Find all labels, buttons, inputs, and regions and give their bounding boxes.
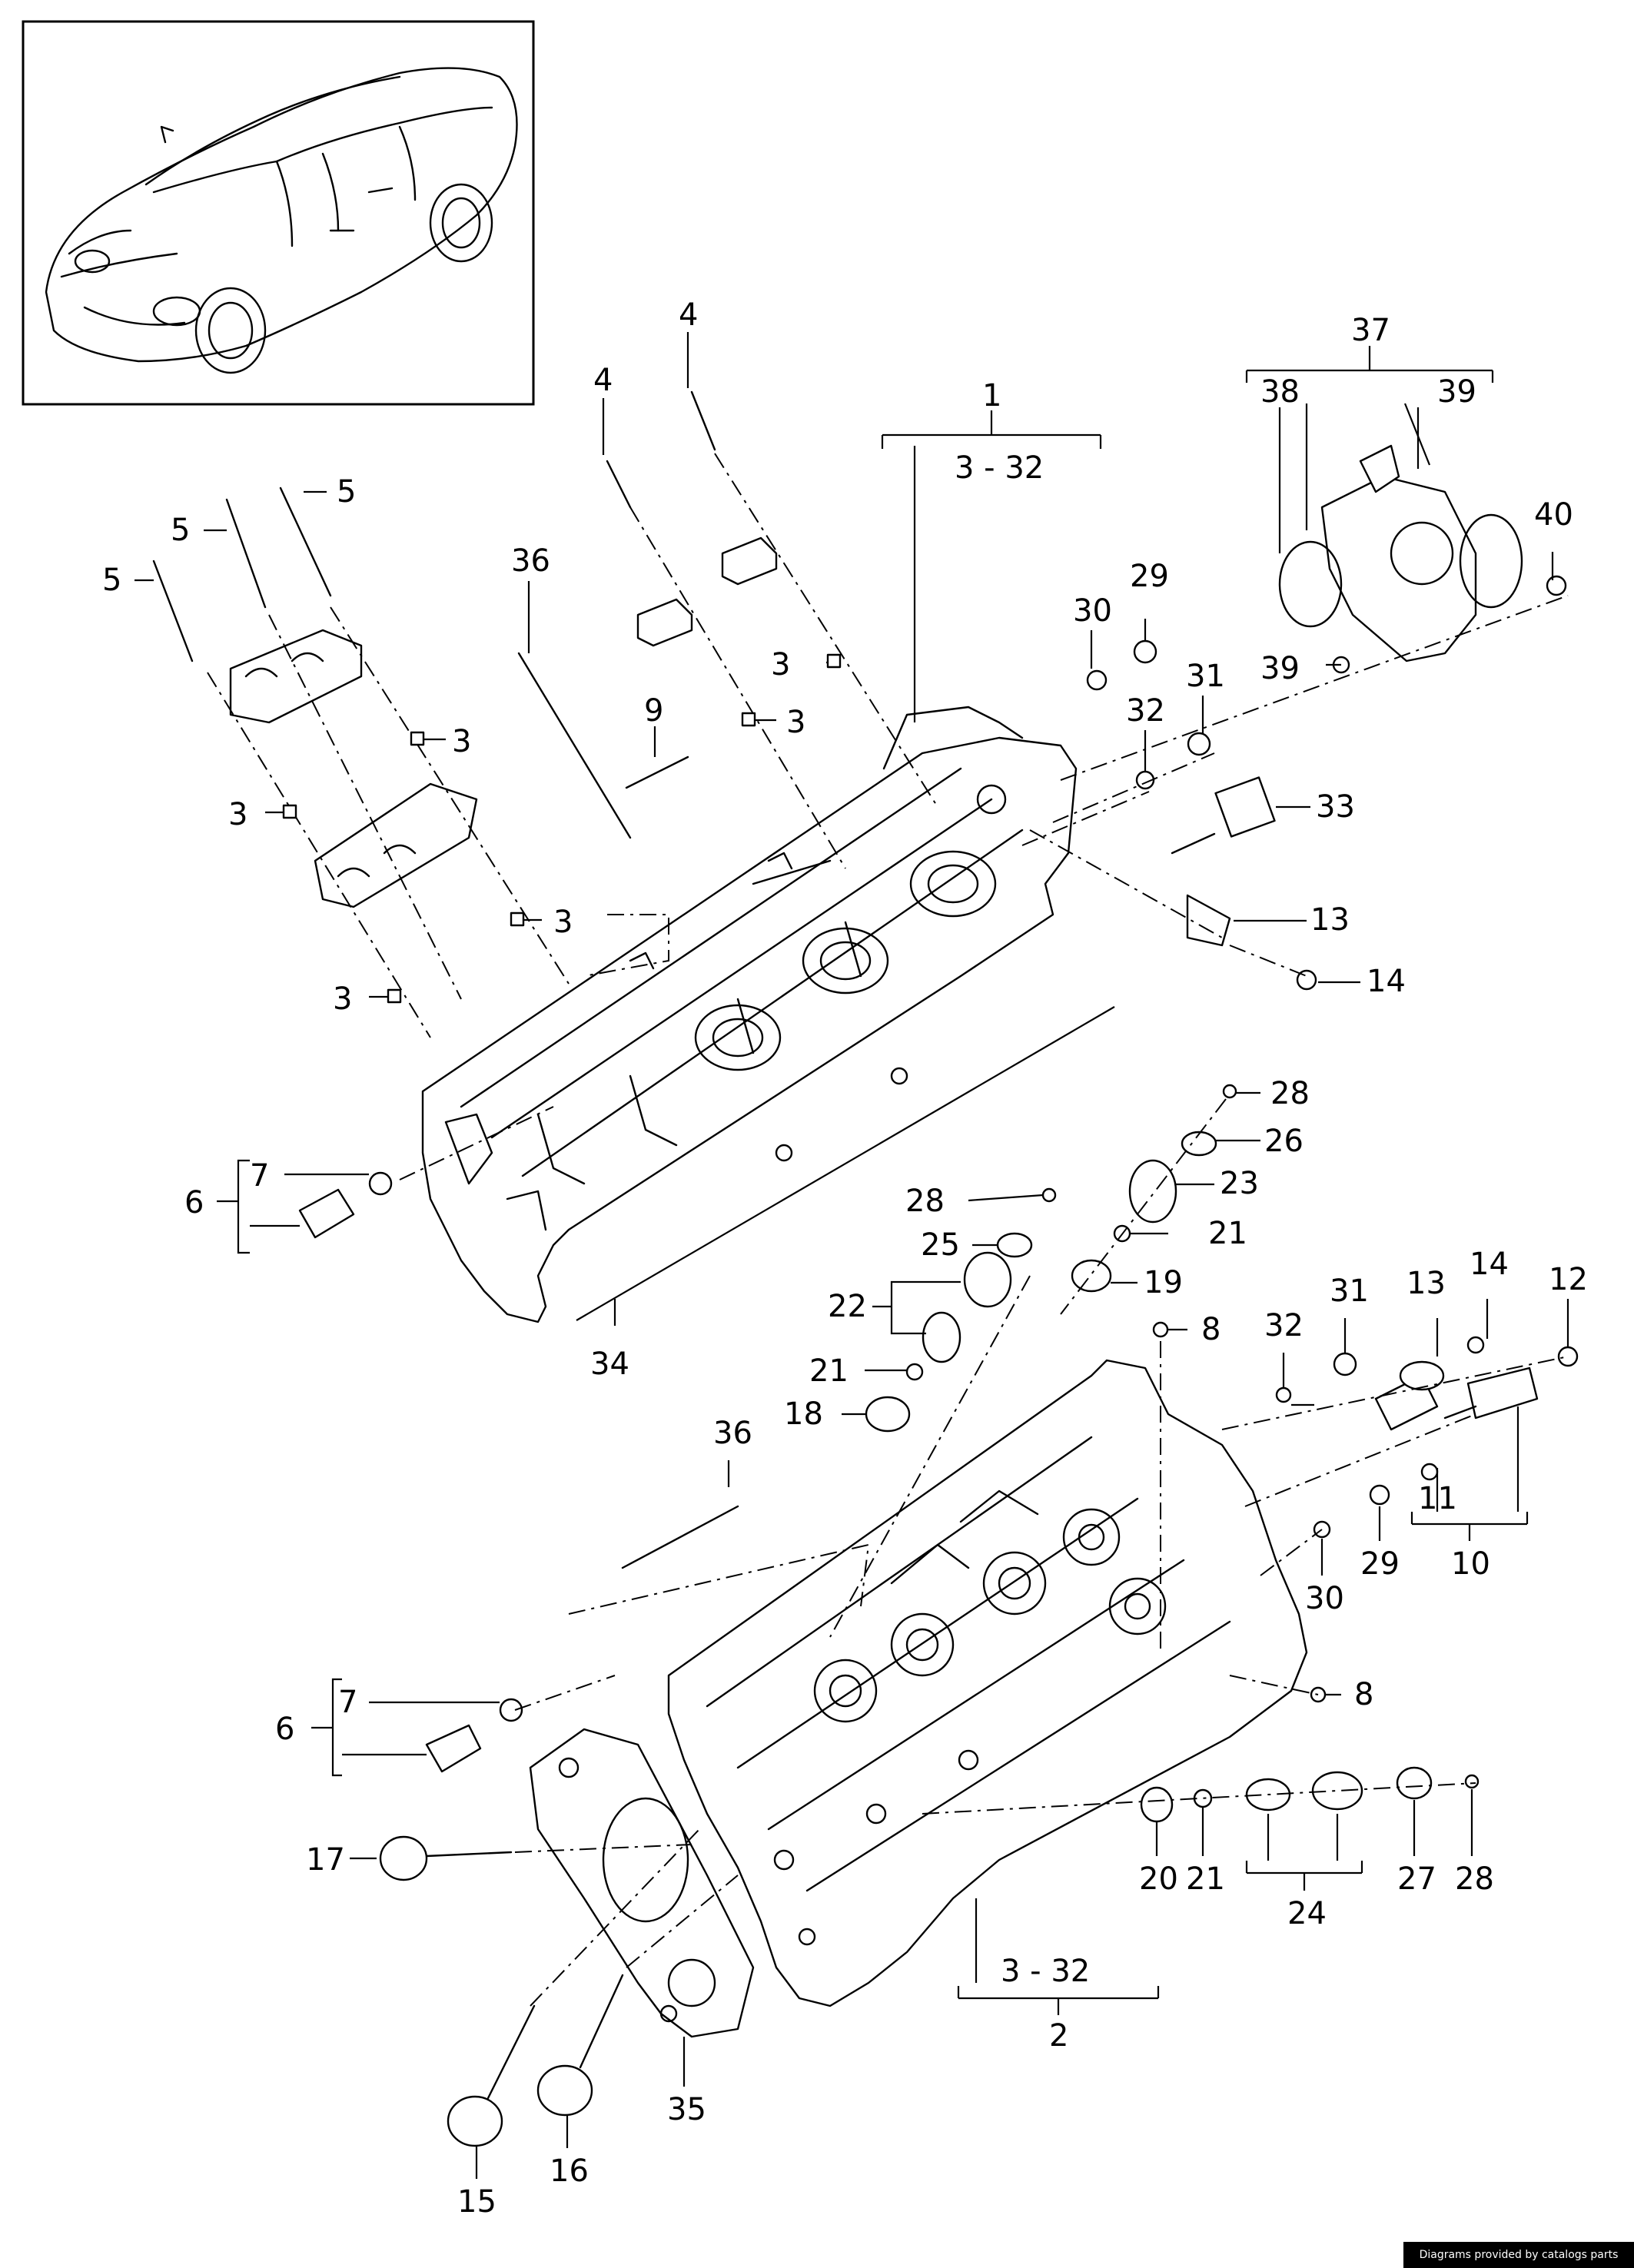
callout-16: 16 [550,2153,589,2189]
callout-19: 19 [1144,1265,1183,1300]
callout-25: 25 [921,1227,960,1263]
callout-5: 5 [102,563,121,598]
callout-32: 32 [1126,693,1165,729]
callout-4: 4 [593,363,613,398]
callout-17: 17 [306,1842,345,1878]
callout-5: 5 [171,513,190,548]
callout-39: 39 [1437,374,1476,410]
callout-40: 40 [1534,497,1573,533]
callout-34: 34 [590,1347,629,1382]
callout-3: 3 [333,981,352,1017]
callout-13: 13 [1407,1266,1446,1301]
callout-23: 23 [1220,1166,1259,1201]
callout-14: 14 [1470,1247,1509,1282]
callout-32: 32 [1264,1308,1304,1343]
callout-6: 6 [184,1185,204,1220]
callout-12: 12 [1549,1262,1588,1297]
callout-2: 2 [1049,2018,1068,2054]
callout-29: 29 [1360,1546,1400,1582]
callout-1: 1 [982,378,1001,413]
callout-22: 22 [828,1289,867,1324]
callout-39: 39 [1260,651,1300,686]
cam-bridge-parts [229,536,778,908]
assembly-lines [207,453,1569,2007]
callout-3: 3 [771,647,790,682]
callout-2-range: 3 - 32 [1001,1954,1090,1989]
callout-6: 6 [275,1712,294,1747]
callout-21: 21 [809,1353,849,1389]
diagram-credit: Diagrams provided by catalogs parts [1403,2242,1634,2268]
upper-cylinder-head-illustration [421,706,1078,1323]
callout-28: 28 [1455,1861,1494,1897]
callout-28: 28 [1270,1076,1310,1111]
callout-3: 3 [228,797,247,832]
callout-3: 3 [452,724,471,759]
callout-8: 8 [1354,1677,1373,1712]
callout-33: 33 [1316,789,1355,825]
callout-7: 7 [338,1685,357,1720]
callout-7: 7 [250,1158,269,1194]
callout-labels: 1 3 - 32 2 3 - 32 3 3 3 3 3 3 4 4 5 5 5 … [102,297,1588,2220]
callout-9: 9 [644,693,663,729]
callout-24: 24 [1287,1896,1327,1931]
callout-8: 8 [1201,1312,1221,1347]
callout-13: 13 [1310,902,1350,938]
callout-20: 20 [1139,1861,1178,1897]
callout-21: 21 [1186,1861,1225,1897]
callout-4: 4 [679,297,698,333]
lower-cylinder-head-illustration [667,1359,1308,2007]
vacuum-pump-illustration [1278,444,1523,662]
callout-26: 26 [1264,1124,1304,1159]
callout-10: 10 [1451,1546,1490,1582]
callout-31: 31 [1186,659,1225,694]
small-parts [152,390,1579,2147]
callout-35: 35 [667,2092,706,2127]
callout-37: 37 [1351,313,1390,348]
callout-1-range: 3 - 32 [955,450,1044,486]
callout-14: 14 [1367,964,1406,999]
callout-36: 36 [511,543,550,579]
vehicle-thumbnail [22,20,535,406]
callout-28: 28 [905,1184,945,1219]
callout-5: 5 [337,474,356,510]
callout-21: 21 [1208,1216,1247,1251]
callout-36: 36 [713,1416,752,1451]
callout-3: 3 [786,705,805,740]
callout-27: 27 [1397,1861,1436,1897]
callout-38: 38 [1260,374,1300,410]
callout-18: 18 [784,1396,823,1432]
callout-30: 30 [1305,1581,1344,1616]
callout-11: 11 [1418,1481,1457,1516]
leader-lines [135,332,1569,2179]
callout-3: 3 [553,905,573,940]
callout-30: 30 [1073,593,1112,629]
callout-29: 29 [1130,559,1169,594]
spacer-markers [282,653,842,1004]
callout-15: 15 [457,2184,497,2220]
head-gasket-illustration [529,1728,755,2038]
callout-31: 31 [1330,1273,1369,1309]
